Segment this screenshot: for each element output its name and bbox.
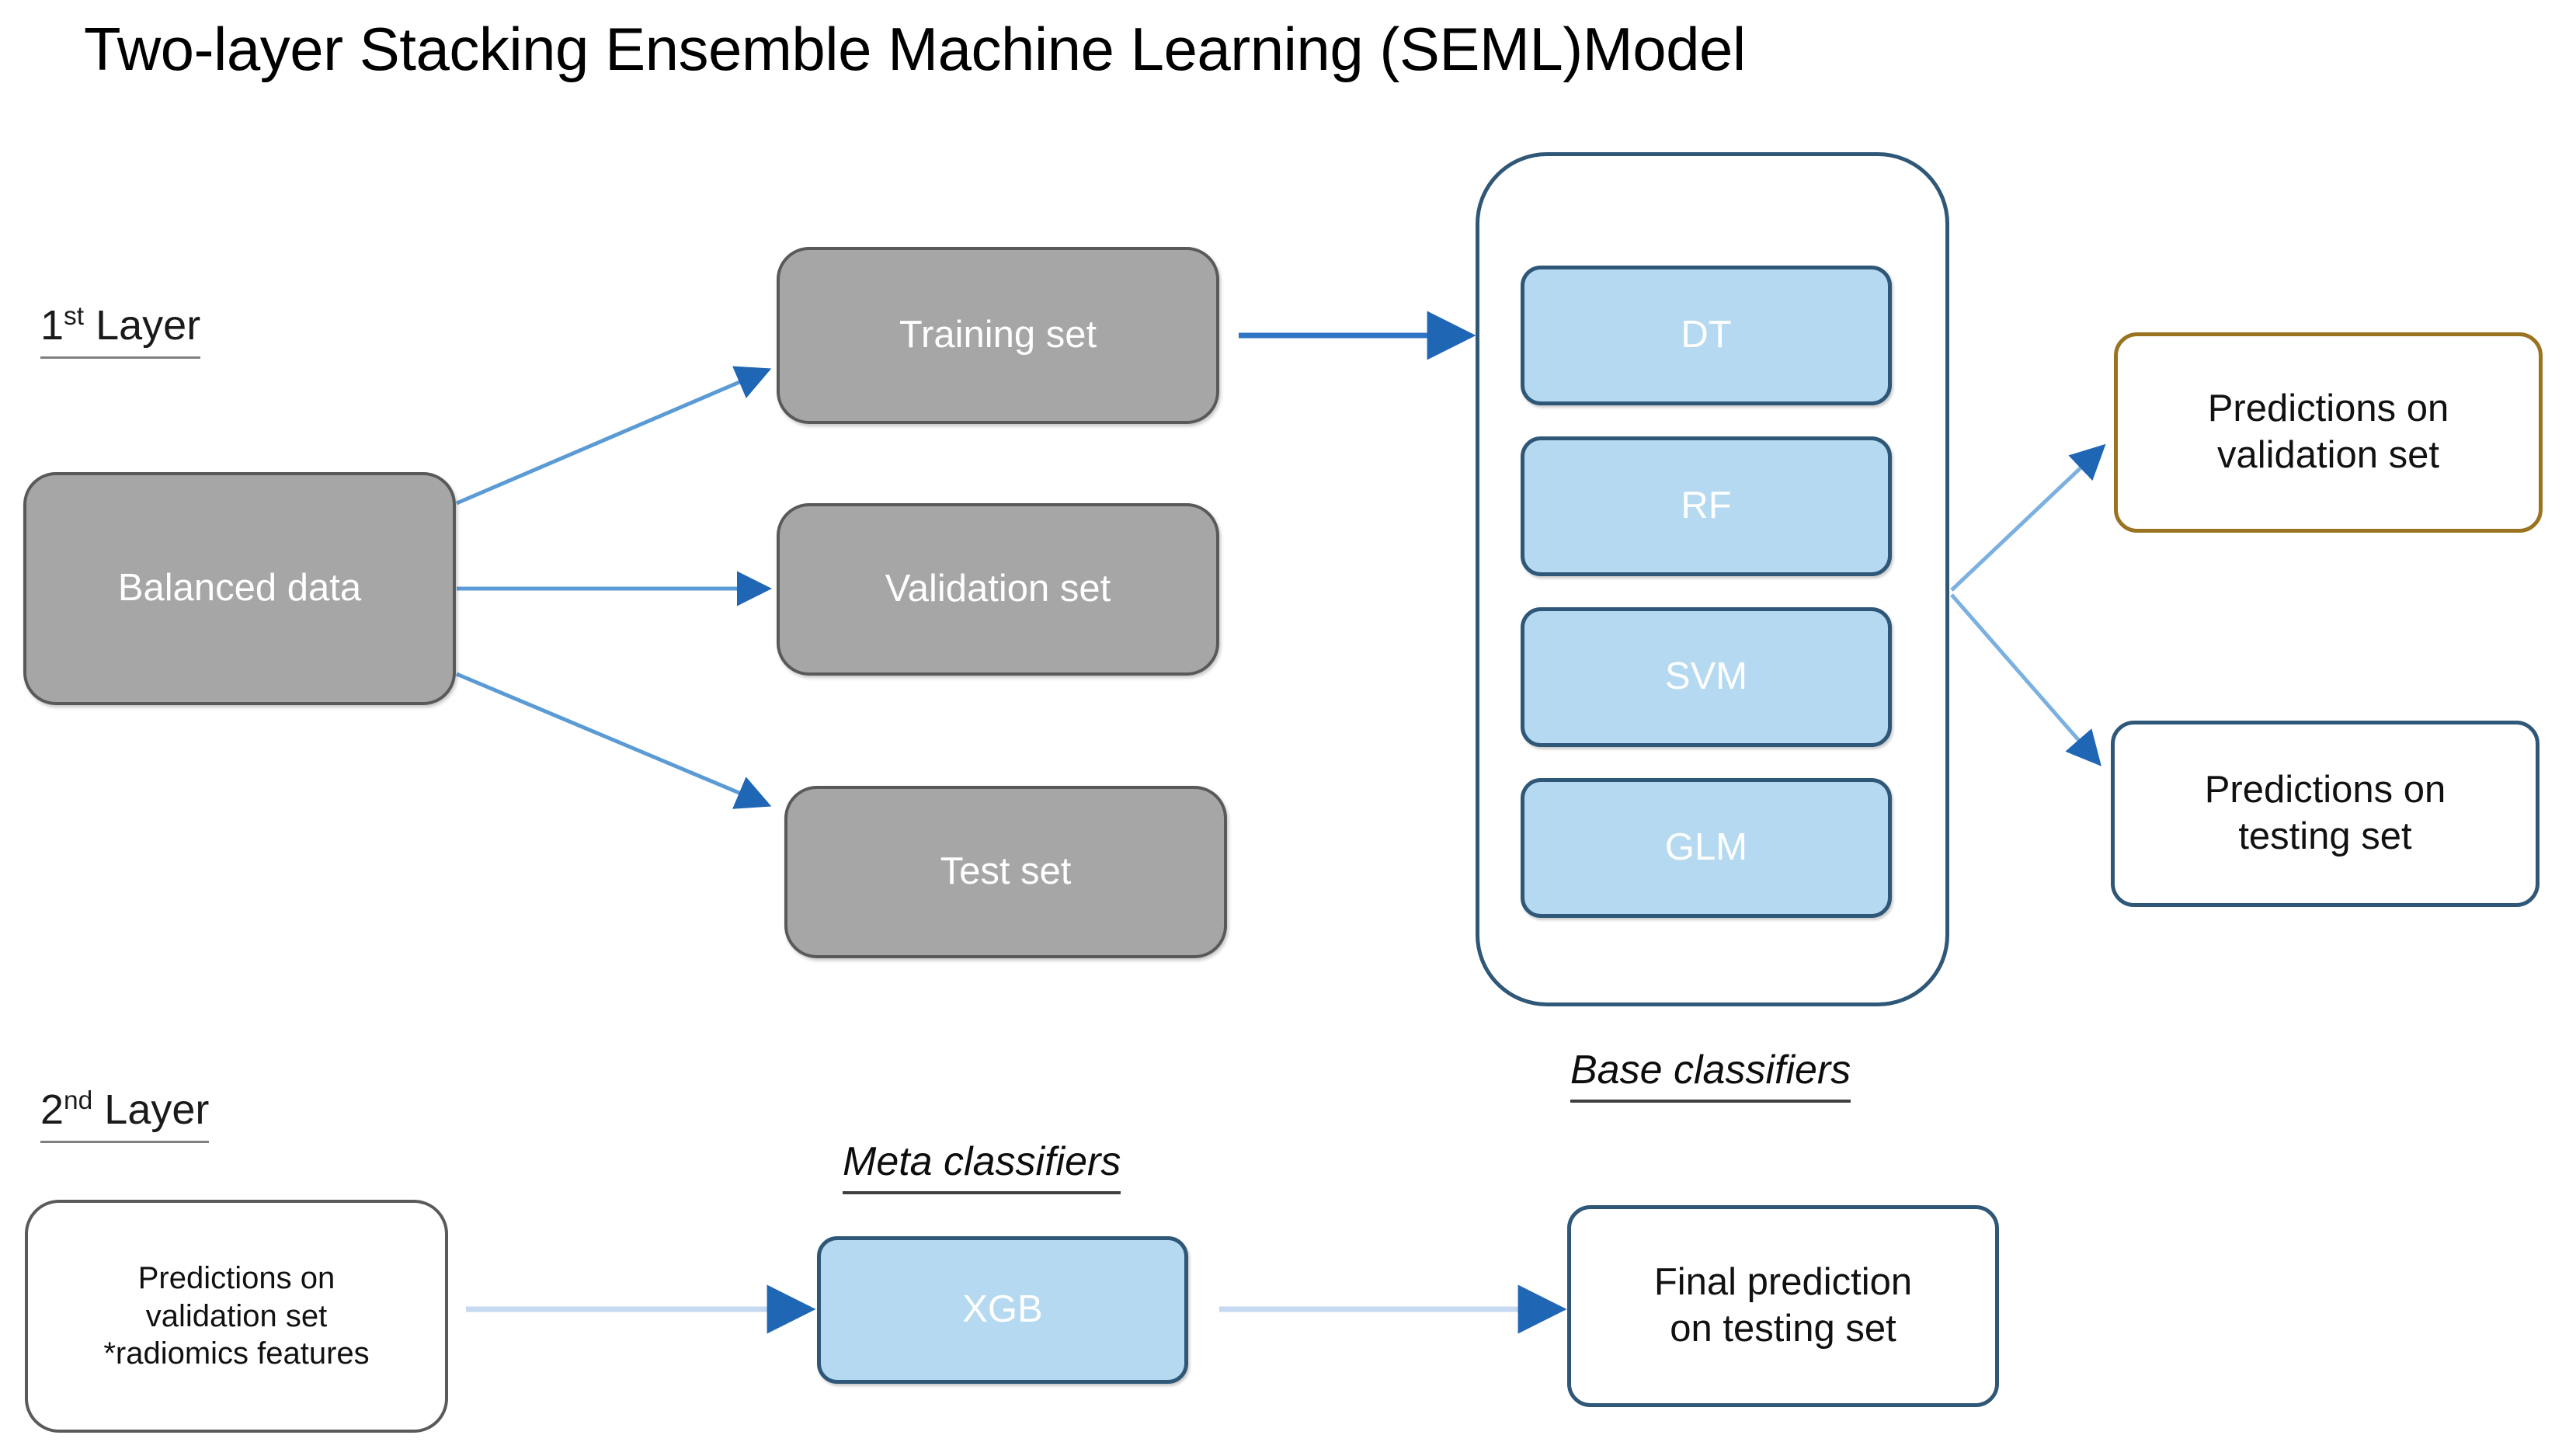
predictions-validation-line-1: Predictions on	[2207, 387, 2449, 430]
test-set-box[interactable]: Test set	[784, 786, 1227, 958]
classifier-svm-label: SVM	[1664, 655, 1748, 698]
predictions-validation-box[interactable]: Predictions on validation set	[2114, 332, 2543, 533]
validation-set-box[interactable]: Validation set	[777, 503, 1219, 676]
predictions-testing-line-2: testing set	[2238, 815, 2412, 857]
classifier-xgb-label: XGB	[962, 1288, 1043, 1331]
training-set-box[interactable]: Training set	[777, 247, 1219, 424]
final-prediction-box[interactable]: Final prediction on testing set	[1567, 1205, 1999, 1407]
layer-2-word: Layer	[92, 1086, 210, 1133]
layer2-input-line-3: *radiomics features	[103, 1336, 370, 1371]
final-prediction-line-2: on testing set	[1670, 1308, 1896, 1350]
classifier-rf-box[interactable]: RF	[1521, 436, 1892, 576]
test-set-label: Test set	[940, 850, 1072, 893]
final-prediction-line-1: Final prediction	[1653, 1261, 1913, 1304]
balanced-data-label: Balanced data	[117, 567, 362, 610]
layer-1-word: Layer	[84, 302, 201, 349]
classifier-glm-label: GLM	[1664, 826, 1748, 869]
page-title: Two-layer Stacking Ensemble Machine Lear…	[84, 15, 1746, 83]
base-classifiers-caption: Base classifiers	[1570, 1047, 1851, 1103]
classifier-rf-label: RF	[1681, 485, 1732, 527]
classifier-glm-box[interactable]: GLM	[1521, 778, 1892, 918]
arrow-balanced-to-test	[456, 672, 772, 809]
predictions-testing-line-1: Predictions on	[2204, 769, 2446, 811]
training-set-label: Training set	[899, 314, 1097, 356]
arrow-balanced-to-training	[456, 366, 772, 506]
balanced-data-box[interactable]: Balanced data	[23, 472, 456, 705]
meta-classifiers-caption: Meta classifiers	[843, 1138, 1121, 1194]
classifier-dt-box[interactable]: DT	[1521, 266, 1892, 405]
layer-2-ordinal-suffix: nd	[64, 1086, 93, 1115]
layer2-input-line-2: validation set	[145, 1298, 328, 1333]
layer2-input-line-1: Predictions on	[137, 1260, 335, 1295]
layer2-input-box[interactable]: Predictions on validation set *radiomics…	[25, 1200, 448, 1433]
layer-1-ordinal: 1	[40, 302, 64, 349]
predictions-testing-box[interactable]: Predictions on testing set	[2111, 721, 2539, 907]
validation-set-label: Validation set	[885, 568, 1111, 610]
layer-1-label: 1st Layer	[40, 301, 201, 359]
arrow-base-to-testing-predictions	[1950, 593, 2101, 766]
arrow-base-to-validation-predictions	[1950, 443, 2106, 592]
classifier-svm-box[interactable]: SVM	[1521, 607, 1892, 747]
classifier-xgb-box[interactable]: XGB	[817, 1236, 1188, 1384]
predictions-validation-line-2: validation set	[2216, 434, 2439, 476]
layer-2-ordinal: 2	[40, 1086, 64, 1133]
layer-1-ordinal-suffix: st	[64, 302, 85, 331]
layer-2-label: 2nd Layer	[40, 1086, 210, 1143]
classifier-dt-label: DT	[1681, 314, 1732, 356]
